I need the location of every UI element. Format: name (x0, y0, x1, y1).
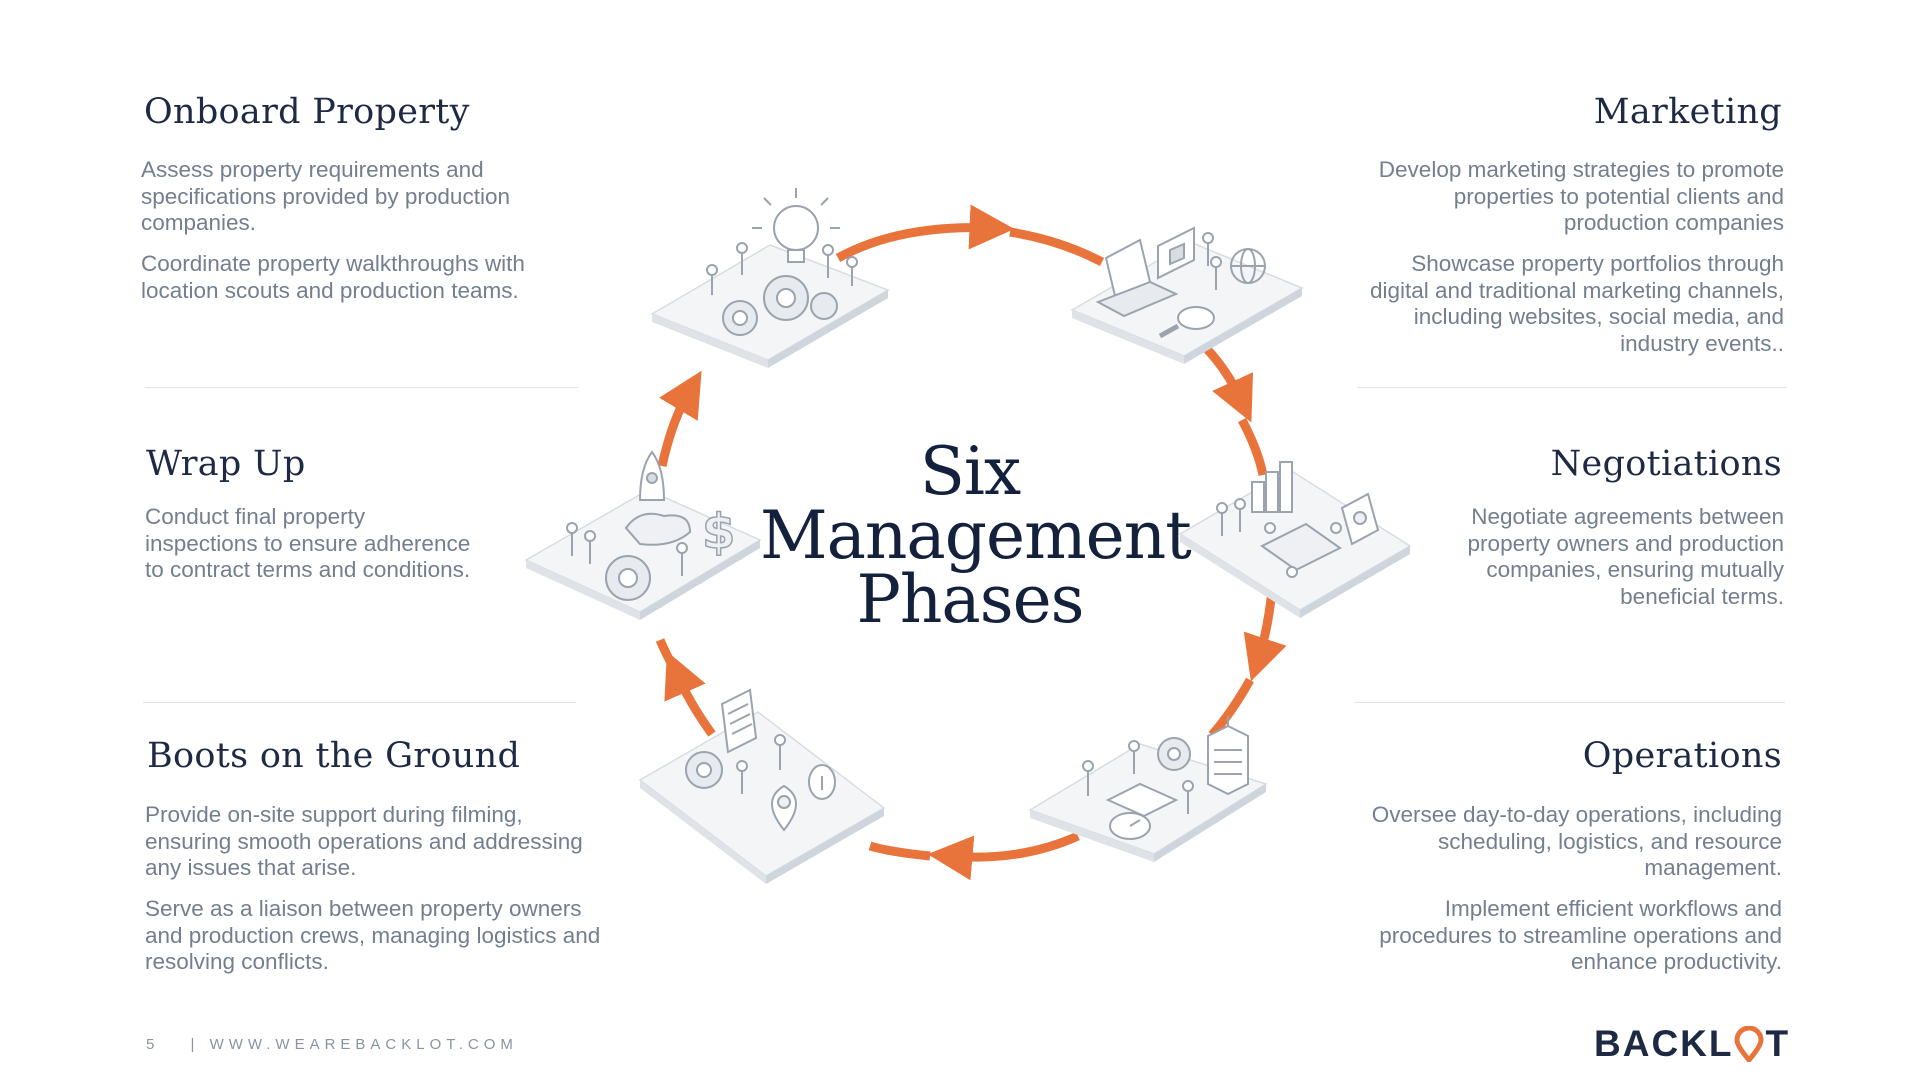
arrow-negotiations-bend (1238, 417, 1268, 476)
clock-icon (1109, 812, 1151, 840)
meeting-table-icon (1260, 522, 1342, 578)
arrow-wrapup-tail (655, 638, 690, 689)
phase-title-negotiations: Negotiations (1550, 444, 1782, 484)
phase-title-marketing: Marketing (1593, 92, 1782, 132)
divider-right-1 (1357, 387, 1787, 388)
footer: 5 | WWW.WEAREBACKLOT.COM (146, 1036, 518, 1053)
presentation-board-icon (1157, 226, 1195, 280)
marketing-text-1: Develop marketing strategies to promote … (1378, 157, 1784, 235)
arrow-negotiations-to-operations (1243, 589, 1287, 682)
phase-title-operations: Operations (1582, 736, 1782, 776)
phase-title-onboard-property: Onboard Property (144, 92, 470, 132)
phase-title-wrap-up: Wrap Up (146, 444, 306, 484)
arrow-operations-to-boots (927, 831, 1080, 881)
arrow-operations-bend (1208, 677, 1254, 738)
footer-separator: | (190, 1036, 195, 1053)
negotiations-text-1: Negotiate agreements between property ow… (1467, 504, 1784, 609)
contract-icon (1340, 492, 1380, 546)
people-icon (1216, 498, 1246, 536)
laptop-icon (1095, 238, 1179, 318)
onboard-text-1: Assess property requirements and specifi… (141, 157, 510, 235)
people-icon (1082, 740, 1194, 814)
map-pin-icon (771, 784, 797, 832)
phase-title-boots-on-the-ground: Boots on the Ground (147, 736, 521, 776)
website-link[interactable]: WWW.WEAREBACKLOT.COM (209, 1036, 518, 1053)
divider-right-2 (1355, 702, 1785, 703)
gears-icon (605, 555, 651, 601)
center-title-line-3: Phases (856, 561, 1084, 638)
magnifier-icon (1158, 306, 1215, 339)
dollar-icon: $ (701, 503, 736, 561)
platform-negotiations (1178, 461, 1412, 618)
people-icon (1202, 232, 1222, 290)
marketing-text-2: Showcase property portfolios through dig… (1370, 251, 1784, 356)
info-icon (808, 764, 836, 800)
svg-text:$: $ (702, 504, 735, 560)
gears-icon (1157, 737, 1191, 771)
operations-text-1: Oversee day-to-day operations, including… (1371, 802, 1782, 880)
boots-text-2: Serve as a liaison between property owne… (145, 896, 601, 974)
rocket-icon (624, 450, 692, 546)
platform-boots-on-the-ground (638, 688, 886, 884)
people-icon (566, 522, 688, 576)
cycle-diagram: $ (524, 188, 1412, 884)
arrow-marketing-to-top-right (1009, 227, 1105, 266)
divider-left-2 (143, 702, 576, 703)
logo-pin-icon (1734, 1026, 1764, 1062)
platform-onboard (650, 188, 890, 368)
gears-icon (685, 751, 723, 789)
gears-icon (722, 275, 838, 336)
cycle-arrows (655, 204, 1287, 881)
platform-marketing (1070, 226, 1304, 364)
people-icon (706, 242, 858, 295)
operations-text-2: Implement efficient workflows and proced… (1379, 896, 1782, 974)
calendar-icon (1105, 782, 1179, 818)
divider-left-1 (145, 387, 578, 388)
center-title-line-1: Six (919, 433, 1022, 510)
lightbulb-icon (752, 188, 840, 263)
clipboard-icon (720, 688, 758, 754)
arrow-boots-bend (868, 841, 931, 861)
logo-text-part-1: BACKL (1594, 1023, 1734, 1064)
platform-operations (1028, 716, 1268, 862)
wrapup-text-1: Conduct final property inspections to en… (145, 504, 471, 582)
onboard-text-2: Coordinate property walkthroughs with lo… (141, 251, 525, 303)
logo-text-part-2: T (1765, 1023, 1791, 1064)
arrow-wrapup-to-onboard (657, 370, 702, 467)
chart-bars-icon (1251, 461, 1293, 513)
backlot-logo: BACKL T (1594, 1023, 1791, 1064)
center-title-line-2: Management (760, 497, 1192, 574)
center-title: Six Management Phases (760, 433, 1192, 638)
globe-icon (1230, 248, 1266, 284)
people-icon (736, 734, 786, 794)
boots-text-1: Provide on-site support during filming, … (145, 802, 583, 880)
building-icon (1207, 716, 1249, 796)
arrow-onboard-to-marketing (835, 204, 1015, 262)
platform-wrap-up: $ (524, 450, 762, 620)
page-number: 5 (146, 1036, 160, 1053)
